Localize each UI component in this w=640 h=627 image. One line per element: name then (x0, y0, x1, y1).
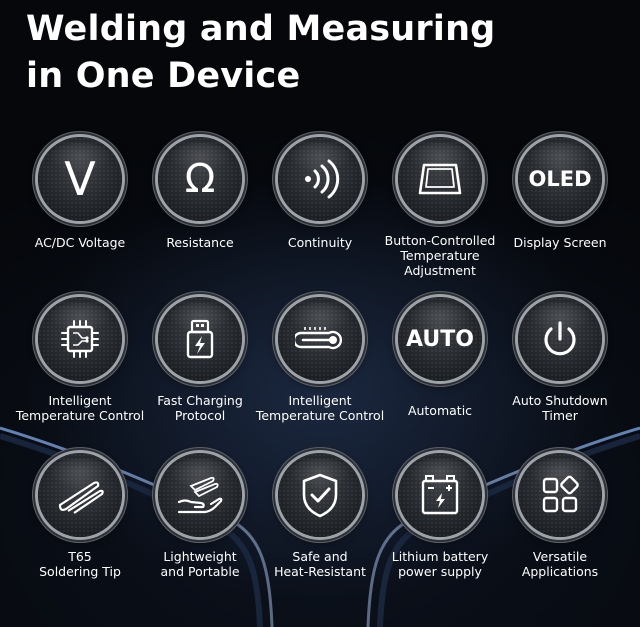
chip-icon (61, 320, 99, 358)
feature-badge (278, 453, 362, 537)
feature-badge (278, 137, 362, 221)
feature-label: Safe and Heat-Resistant (274, 549, 366, 579)
feature-label: Intelligent Temperature Control (15, 393, 145, 423)
feature-badge (398, 453, 482, 537)
feature-label: Continuity (287, 235, 353, 250)
feature-ac-dc-voltage: V AC/DC Voltage (15, 137, 145, 250)
feature-badge: Ω (158, 137, 242, 221)
feature-lightweight: Lightweight and Portable (135, 453, 265, 579)
title-line-1: Welding and Measuring (26, 9, 496, 49)
feature-continuity: Continuity (255, 137, 385, 250)
continuity-signal-icon (305, 159, 340, 199)
feature-lithium-battery: Lithium battery power supply (375, 453, 505, 579)
feature-auto-shutdown: Auto Shutdown Timer (495, 297, 625, 423)
feature-label: Button-Controlled Temperature Adjustment (384, 233, 496, 278)
feature-label: Automatic (407, 403, 473, 418)
feature-badge (38, 453, 122, 537)
apps-grid-icon (542, 475, 579, 513)
omega-icon: Ω (184, 156, 216, 202)
volt-icon: V (64, 152, 96, 206)
feature-label: AC/DC Voltage (34, 235, 126, 250)
feature-badge: AUTO (398, 297, 482, 381)
feature-label: Auto Shutdown Timer (512, 393, 608, 423)
feature-fast-charging: Fast Charging Protocol (135, 297, 265, 423)
feature-label: Versatile Applications (521, 549, 599, 579)
feature-badge (518, 453, 602, 537)
feature-badge: V (38, 137, 122, 221)
feature-badge (518, 297, 602, 381)
feature-automatic: AUTO Automatic (375, 297, 505, 418)
battery-icon (421, 475, 459, 515)
feature-badge (158, 453, 242, 537)
feature-display-screen: OLED Display Screen (495, 137, 625, 250)
feature-intelligent-temp-thermo: Intelligent Temperature Control (255, 297, 385, 423)
shield-check-icon (302, 473, 338, 518)
power-icon (544, 321, 576, 356)
button-icon (418, 163, 462, 195)
feature-label: Resistance (166, 235, 234, 250)
feature-soldering-tip: T65 Soldering Tip (15, 453, 145, 579)
feature-badge: OLED (518, 137, 602, 221)
feature-badge (158, 297, 242, 381)
feature-label: Display Screen (513, 235, 607, 250)
oled-icon: OLED (528, 167, 592, 191)
feature-badge (398, 137, 482, 221)
feature-label: Intelligent Temperature Control (255, 393, 385, 423)
feature-resistance: Ω Resistance (135, 137, 265, 250)
auto-icon: AUTO (406, 326, 474, 352)
soldering-tip-icon (58, 481, 104, 514)
feature-versatile-applications: Versatile Applications (495, 453, 625, 579)
feather-hand-icon (177, 476, 223, 514)
page-title: Welding and Measuring in One Device (26, 6, 495, 100)
thermometer-icon (295, 327, 342, 350)
feature-label: Lightweight and Portable (160, 549, 240, 579)
feature-label: T65 Soldering Tip (39, 549, 121, 579)
feature-label: Lithium battery power supply (391, 549, 489, 579)
feature-intelligent-temp-chip: Intelligent Temperature Control (15, 297, 145, 423)
feature-badge (278, 297, 362, 381)
feature-safe-heat-resistant: Safe and Heat-Resistant (255, 453, 385, 579)
usb-charge-icon (186, 319, 214, 359)
title-line-2: in One Device (26, 56, 301, 96)
feature-label: Fast Charging Protocol (157, 393, 243, 423)
feature-badge (38, 297, 122, 381)
feature-button-temperature: Button-Controlled Temperature Adjustment (375, 137, 505, 278)
